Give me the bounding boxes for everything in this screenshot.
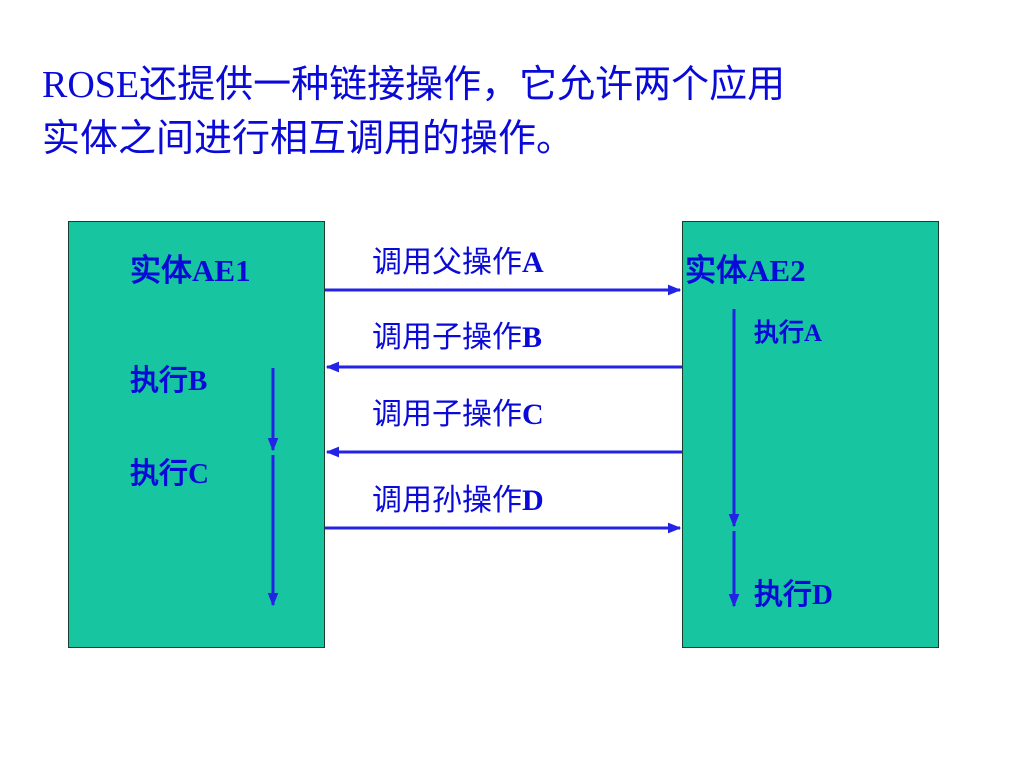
ae2-step-a: 执行A (754, 320, 823, 347)
ae2-title: 实体AE2 (685, 253, 806, 288)
call-label-d: 调用孙操作D (372, 483, 544, 519)
intro-line-1: ROSE还提供一种链接操作，它允许两个应用 (42, 64, 786, 106)
entity-ae1-box (68, 221, 325, 648)
ae1-step-c: 执行C (130, 458, 209, 490)
ae2-step-d: 执行D (754, 579, 833, 611)
intro-line-2: 实体之间进行相互调用的操作。 (42, 118, 575, 160)
call-label-b: 调用子操作B (372, 320, 542, 356)
intro-text: ROSE还提供一种链接操作，它允许两个应用 实体之间进行相互调用的操作。 (42, 58, 1002, 166)
call-name-b: 调用子操作 (372, 321, 522, 354)
call-label-c: 调用子操作C (372, 397, 544, 433)
ae1-step-b: 执行B (130, 365, 208, 397)
call-name-d: 调用孙操作 (372, 484, 522, 517)
call-letter-b: B (522, 321, 543, 354)
entity-ae2-box (682, 221, 939, 648)
call-label-a: 调用父操作A (372, 245, 544, 281)
call-name-a: 调用父操作 (372, 246, 522, 279)
call-letter-c: C (522, 398, 544, 431)
call-name-c: 调用子操作 (372, 398, 522, 431)
call-letter-d: D (522, 484, 544, 517)
call-letter-a: A (522, 246, 544, 279)
ae1-title: 实体AE1 (130, 253, 251, 288)
